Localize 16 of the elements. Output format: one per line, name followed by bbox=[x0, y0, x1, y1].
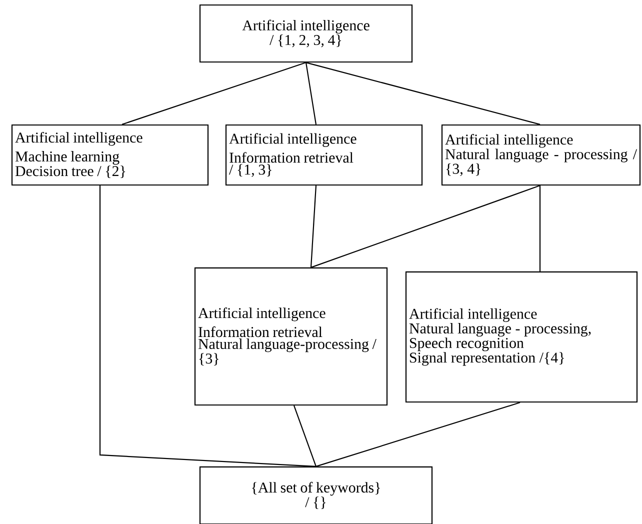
connector-line bbox=[539, 186, 541, 272]
connector-line bbox=[305, 62, 317, 125]
keyword-set-box: {All set of keywords} / {} bbox=[199, 466, 433, 524]
connector-line bbox=[122, 62, 306, 125]
connector-line bbox=[294, 405, 317, 467]
keyword-set-box: Artificial intelligence Information retrieval / {1, 3} bbox=[225, 124, 423, 186]
connector-line bbox=[306, 62, 540, 125]
connector-line bbox=[99, 186, 316, 467]
connector-line bbox=[310, 185, 540, 268]
keyword-set-box: Artificial intelligence Information retrieval Natural language-processing / {3} bbox=[194, 267, 388, 406]
keyword-set-box: Artificial intelligence Natural language - processing, Speech recognition Signal representation /{4} bbox=[405, 271, 638, 403]
keyword-set-box: Artificial intelligence Natural language - processing / {3, 4} bbox=[441, 124, 641, 186]
keyword-set-box: Artificial intelligence Machine learning Decision tree / {2} bbox=[11, 124, 209, 186]
connector-line bbox=[316, 402, 520, 467]
keyword-set-box: Artificial intelligence / {1, 2, 3, 4} bbox=[199, 4, 413, 63]
connector-line bbox=[310, 186, 317, 268]
